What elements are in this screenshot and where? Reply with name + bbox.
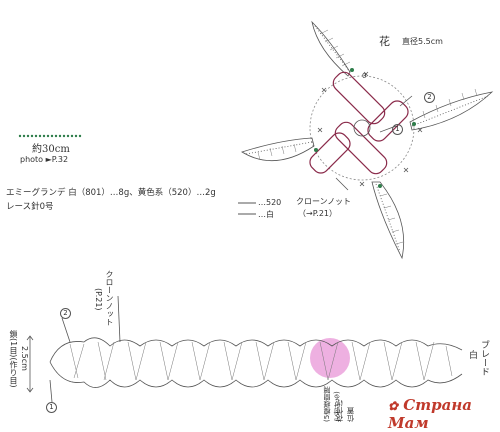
braid-knot-label: クローンノット [105, 270, 114, 326]
braid-mark-1: 1 [46, 402, 57, 413]
info-decor [18, 134, 82, 138]
flower-position-note: (5模様間隔で付ける) [323, 386, 341, 422]
needle-info: レース針0号 [6, 202, 54, 212]
flower-mark-start: 0 [362, 72, 367, 80]
arrow-right-icon: ► [45, 155, 52, 164]
watermark-text: Страна Мам [388, 396, 472, 432]
leaf-top [311, 20, 351, 77]
braid-mark-2: 2 [60, 308, 71, 319]
braid-knot-ref: (P.21) [94, 288, 103, 311]
leaf-right [409, 91, 494, 131]
flower-mark-1: 1 [392, 124, 403, 135]
flower-title: 花 [379, 35, 390, 48]
crochet-pattern-page: 花 直径5.5cm 0 2 1 クローンノット （→P.21） 約30cm ph… [6, 20, 494, 432]
photo-text: photo [20, 155, 44, 164]
flower-diameter: 直径5.5cm [402, 37, 443, 46]
braid-label: ブレード [479, 340, 489, 376]
flower-diagram [241, 20, 494, 260]
braid-color: 白 [467, 350, 477, 359]
flower-mark-2: 2 [424, 92, 435, 103]
yarn-info: エミーグランデ 白（801）…8g、黄色系（520）…2g [6, 188, 216, 198]
watermark-icon: ✿ [388, 399, 399, 413]
flower-center-petals [309, 71, 409, 175]
photo-label: photo ►P.32 [20, 155, 68, 164]
braid-width: 2.5cm [20, 346, 29, 371]
legend-yellow: …520 [258, 198, 282, 207]
leaf-left [241, 137, 315, 162]
photo-page: P.32 [51, 155, 69, 164]
diagram-drawing [18, 20, 494, 403]
legend-white: …白 [258, 210, 274, 219]
flower-attach-highlight [310, 338, 350, 378]
length-label: 約30cm [32, 144, 70, 155]
watermark-logo: ✿ Страна Мам [388, 396, 500, 432]
braid-start-note: 鎖(1目)(作り目) [9, 330, 18, 388]
flower-knot-label: クローンノット [296, 197, 352, 206]
braid-diagram [26, 295, 463, 403]
leaf-bottom [371, 181, 405, 260]
flower-knot-ref: （→P.21） [298, 209, 338, 218]
